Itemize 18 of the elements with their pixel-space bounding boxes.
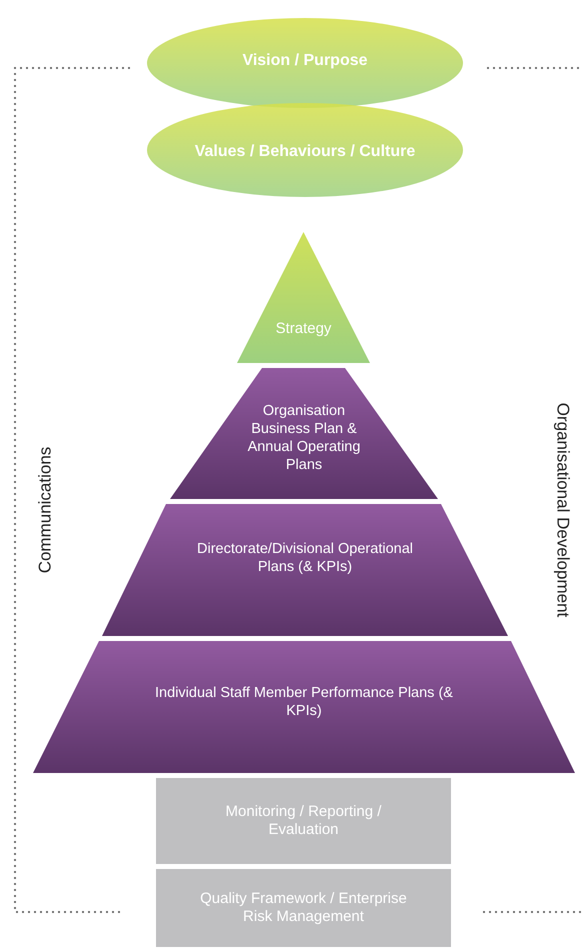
plan-trapezoid — [170, 368, 438, 499]
node-label: Quality Framework / Enterprise Risk Management — [199, 890, 408, 926]
plan-trapezoid — [102, 504, 508, 636]
plan-trapezoid — [33, 641, 575, 773]
node-label: Monitoring / Reporting / Evaluation — [224, 803, 382, 839]
node-label: Individual Staff Member Performance Plans (& KPIs) — [154, 684, 454, 720]
strategy-triangle — [237, 232, 370, 363]
process-box — [156, 778, 451, 864]
node-label: Directorate/Divisional Operational Plans (& KPIs) — [196, 540, 414, 576]
values-ellipse — [147, 103, 463, 197]
process-box — [156, 869, 451, 947]
side-label: Organisational Development — [552, 402, 572, 618]
node-label: Organisation Business Plan & Annual Operating Plans — [246, 402, 362, 474]
node-label: Vision / Purpose — [241, 52, 369, 70]
node-label: Values / Behaviours / Culture — [194, 143, 416, 161]
node-label: Strategy — [274, 320, 332, 338]
side-label: Communications — [34, 446, 55, 574]
vision-ellipse — [147, 18, 463, 108]
